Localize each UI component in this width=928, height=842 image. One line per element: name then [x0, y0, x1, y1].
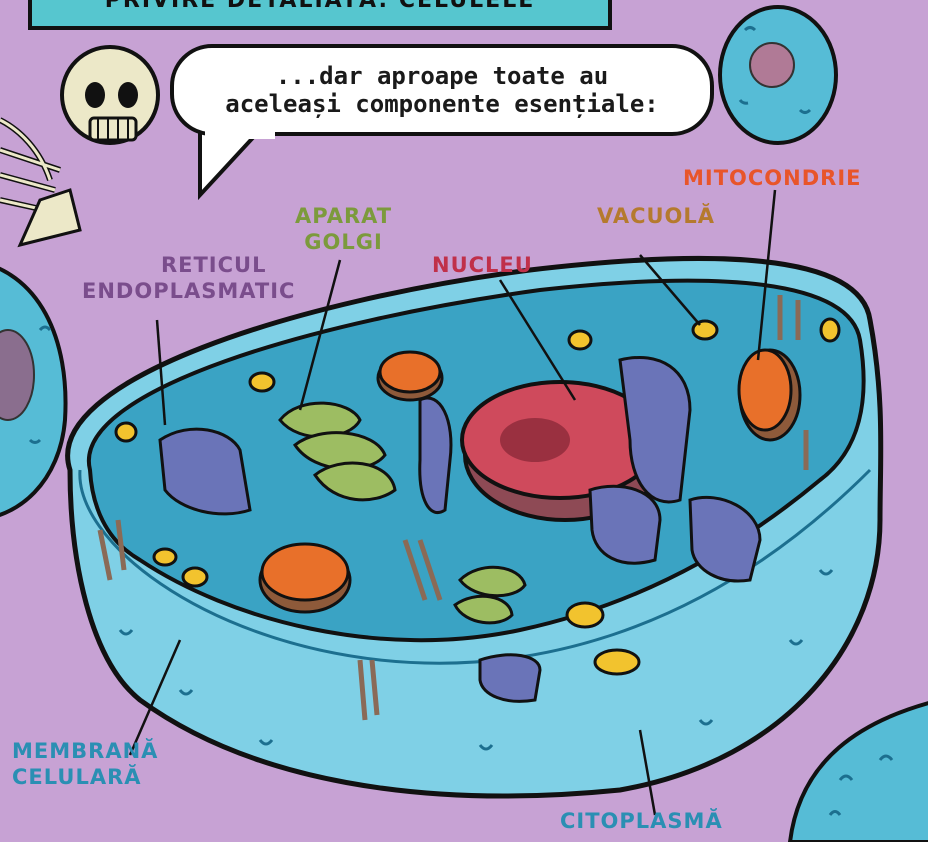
label-er-line1: RETICUL [132, 252, 295, 278]
label-mitocondrie: MITOCONDRIE [683, 165, 862, 191]
label-vacuola: VACUOLĂ [597, 203, 715, 229]
speech-bubble-text: ...dar aproape toate au aceleași compone… [182, 62, 702, 118]
small-cell-top-right [720, 7, 836, 143]
caption-title: PRIVIRE DETALIATĂ: CELULELE [40, 0, 600, 13]
label-membrana-celulara: MEMBRANĂ CELULARĂ [12, 738, 158, 790]
speech-line-2: aceleași componente esențiale: [182, 90, 702, 118]
label-golgi-line1: APARAT [295, 203, 392, 229]
speech-line-1: ...dar aproape toate au [182, 62, 702, 90]
label-nucleu: NUCLEU [432, 252, 533, 278]
label-reticul-endoplasmatic: RETICUL ENDOPLASMATIC [132, 252, 295, 304]
label-golgi-line2: GOLGI [295, 229, 392, 255]
label-aparat-golgi: APARAT GOLGI [295, 203, 392, 255]
label-membrana-line2: CELULARĂ [12, 764, 158, 790]
label-citoplasma: CITOPLASMĂ [560, 808, 723, 834]
label-er-line2: ENDOPLASMATIC [82, 278, 295, 304]
label-membrana-line1: MEMBRANĂ [12, 738, 158, 764]
